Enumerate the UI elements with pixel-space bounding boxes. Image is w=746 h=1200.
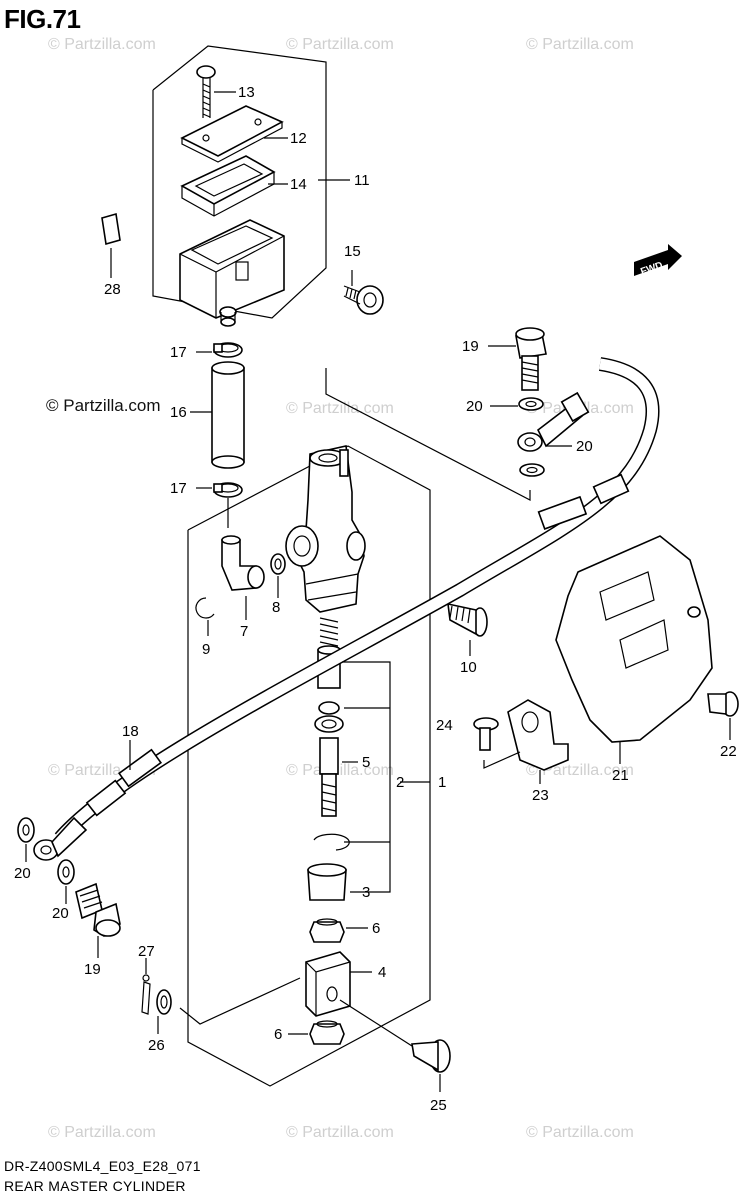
callout-27: 27 xyxy=(138,943,155,960)
part-25-clevis-pin[interactable] xyxy=(339,999,451,1092)
callout-19-upper: 19 xyxy=(462,338,479,355)
callout-6-upper: 6 xyxy=(372,920,380,937)
callout-17-upper: 17 xyxy=(170,344,187,361)
callout-28: 28 xyxy=(104,281,121,298)
part-24-bracket-bolt[interactable] xyxy=(473,717,521,769)
hose-lower-banjo[interactable] xyxy=(33,816,88,861)
part-20-washer-upper-b[interactable] xyxy=(519,463,545,477)
callout-20-upper-b: 20 xyxy=(576,438,593,455)
piston-spring[interactable] xyxy=(319,617,339,647)
part-28-caution-label[interactable] xyxy=(101,212,121,278)
model-code: DR-Z400SML4_E03_E28_071 xyxy=(4,1158,201,1174)
part-22-guard-bolt[interactable] xyxy=(707,691,739,740)
callout-1: 1 xyxy=(438,774,446,791)
reservoir-assembly-frame xyxy=(152,45,327,319)
callout-20-lower-b: 20 xyxy=(52,905,69,922)
part-10-mounting-bolt[interactable] xyxy=(447,602,488,656)
part-6-nut[interactable] xyxy=(309,918,345,943)
snap-ring[interactable] xyxy=(313,833,350,851)
part-8-o-ring[interactable] xyxy=(270,553,286,575)
callout-16: 16 xyxy=(170,404,187,421)
part-21-heat-guard[interactable] xyxy=(555,535,713,764)
callout-18: 18 xyxy=(122,723,139,740)
callout-12: 12 xyxy=(290,130,307,147)
callout-8: 8 xyxy=(272,599,280,616)
callout-20-lower-a: 20 xyxy=(14,865,31,882)
part-9-circlip[interactable] xyxy=(195,597,215,619)
part-19-union-bolt-upper[interactable] xyxy=(515,327,547,391)
part-17-hose-clamp-lower[interactable] xyxy=(213,482,243,498)
callout-21: 21 xyxy=(612,767,629,784)
part-16-reservoir-hose[interactable] xyxy=(211,361,245,469)
callout-7: 7 xyxy=(240,623,248,640)
leader-lines xyxy=(25,91,572,1035)
part-6-nut-lower[interactable] xyxy=(309,1020,345,1045)
watermark: © Partzilla.com xyxy=(286,1124,394,1141)
part-13-screw[interactable] xyxy=(196,65,216,118)
callout-9: 9 xyxy=(202,641,210,658)
callout-14: 14 xyxy=(290,176,307,193)
callout-24: 24 xyxy=(436,717,453,734)
callout-22: 22 xyxy=(720,743,737,760)
part-27-cotter-pin[interactable] xyxy=(141,974,151,1015)
watermark: © Partzilla.com xyxy=(48,1124,156,1141)
part-4-clevis[interactable] xyxy=(305,951,351,1017)
callout-3: 3 xyxy=(362,884,370,901)
callout-4: 4 xyxy=(378,964,386,981)
watermark: © Partzilla.com xyxy=(286,400,394,417)
watermark: © Partzilla.com xyxy=(286,762,394,779)
master-cylinder-assembly-frame xyxy=(187,445,431,1087)
reservoir-body[interactable] xyxy=(179,219,285,327)
callout-25: 25 xyxy=(430,1097,447,1114)
part-7-inlet-fitting[interactable] xyxy=(221,535,265,591)
part-17-hose-clamp[interactable] xyxy=(213,342,243,358)
callout-10: 10 xyxy=(460,659,477,676)
part-19-union-bolt-lower[interactable] xyxy=(75,882,121,937)
part-20-washer-lower-b[interactable] xyxy=(57,859,75,885)
part-26-washer[interactable] xyxy=(156,989,172,1015)
watermark-prominent: © Partzilla.com xyxy=(46,396,161,415)
watermark: © Partzilla.com xyxy=(526,36,634,53)
diagram-caption: REAR MASTER CYLINDER xyxy=(4,1178,186,1194)
callout-17-lower: 17 xyxy=(170,480,187,497)
callout-5: 5 xyxy=(362,754,370,771)
watermark: © Partzilla.com xyxy=(286,36,394,53)
part-18-brake-hose[interactable] xyxy=(54,357,660,843)
callout-23: 23 xyxy=(532,787,549,804)
fwd-arrow-badge xyxy=(634,244,682,276)
callout-26: 26 xyxy=(148,1037,165,1054)
part-23-hose-guide-bracket[interactable] xyxy=(507,699,569,784)
figure-title: FIG.71 xyxy=(4,4,81,34)
callout-20-upper-a: 20 xyxy=(466,398,483,415)
part-5-piston[interactable] xyxy=(319,737,339,817)
callout-11: 11 xyxy=(354,172,370,189)
watermark: © Partzilla.com xyxy=(526,1124,634,1141)
part-3-boot[interactable] xyxy=(307,863,347,901)
part-20-washer-upper-a[interactable] xyxy=(518,397,544,411)
callout-labels: 13 12 14 11 15 28 17 16 17 19 20 20 9 7 … xyxy=(14,84,737,1114)
watermark: © Partzilla.com xyxy=(48,36,156,53)
part-20-washer-lower-a[interactable] xyxy=(17,817,35,843)
callout-19-lower: 19 xyxy=(84,961,101,978)
master-cylinder-body[interactable] xyxy=(285,445,366,613)
callout-6-lower: 6 xyxy=(274,1026,282,1043)
part-12-reservoir-cap[interactable] xyxy=(180,105,284,163)
callout-2: 2 xyxy=(396,774,404,791)
callout-13: 13 xyxy=(238,84,255,101)
part-15-bolt[interactable] xyxy=(343,270,384,315)
part-14-diaphragm[interactable] xyxy=(180,155,276,217)
hose-upper-banjo[interactable] xyxy=(517,391,590,452)
callout-15: 15 xyxy=(344,243,361,260)
